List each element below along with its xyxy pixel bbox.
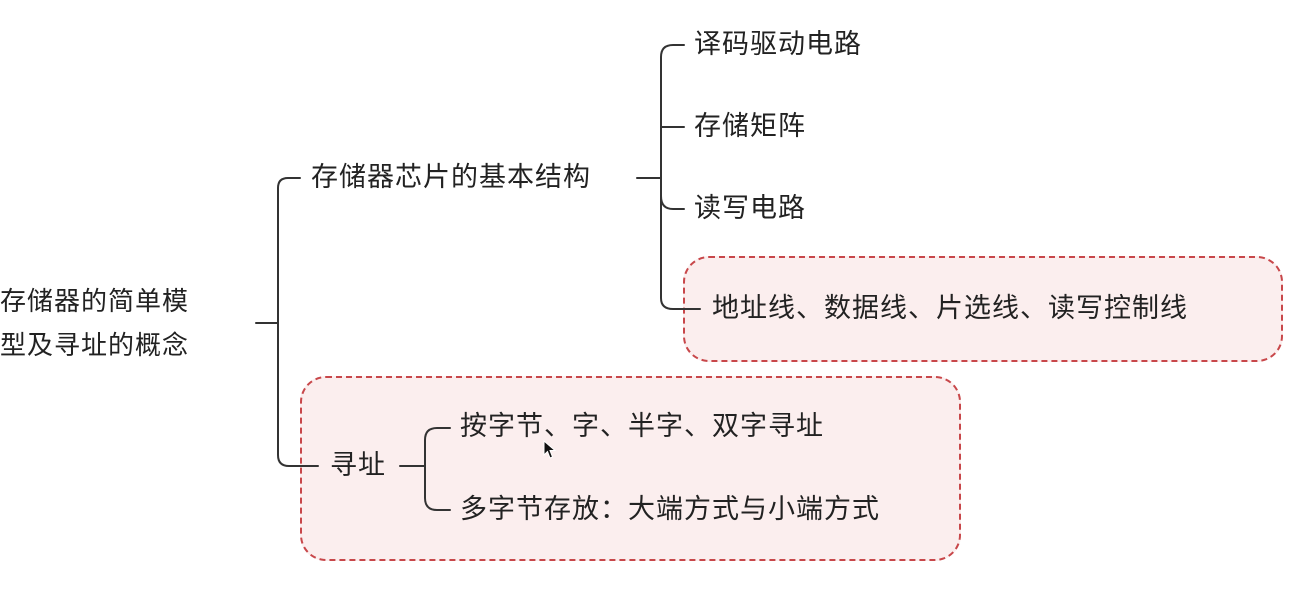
connector-branch1-bracket bbox=[660, 44, 701, 310]
root-label-line1: 存储器的简单模 bbox=[0, 287, 190, 317]
child-signal-lines[interactable]: 地址线、数据线、片选线、读写控制线 bbox=[712, 293, 1188, 324]
mouse-pointer-icon bbox=[543, 440, 557, 459]
child-decoder-driver[interactable]: 译码驱动电路 bbox=[694, 29, 862, 60]
highlight-box-addressing bbox=[300, 376, 961, 561]
connector-main-trunk bbox=[277, 177, 319, 467]
branch-addressing[interactable]: 寻址 bbox=[330, 450, 386, 481]
child-storage-matrix[interactable]: 存储矩阵 bbox=[694, 111, 806, 142]
child-rw-circuit[interactable]: 读写电路 bbox=[694, 193, 806, 224]
root-node[interactable]: 存储器的简单模 型及寻址的概念 bbox=[0, 280, 228, 368]
connector-child-rw-circuit bbox=[660, 195, 685, 210]
connector-branch2-bracket bbox=[424, 427, 451, 511]
child-endianness[interactable]: 多字节存放：大端方式与小端方式 bbox=[460, 494, 880, 525]
root-label-line2: 型及寻址的概念 bbox=[0, 331, 190, 361]
child-addressing-units[interactable]: 按字节、字、半字、双字寻址 bbox=[460, 411, 824, 442]
highlight-box-signal-lines bbox=[683, 256, 1283, 362]
branch-chip-structure[interactable]: 存储器芯片的基本结构 bbox=[311, 162, 591, 193]
